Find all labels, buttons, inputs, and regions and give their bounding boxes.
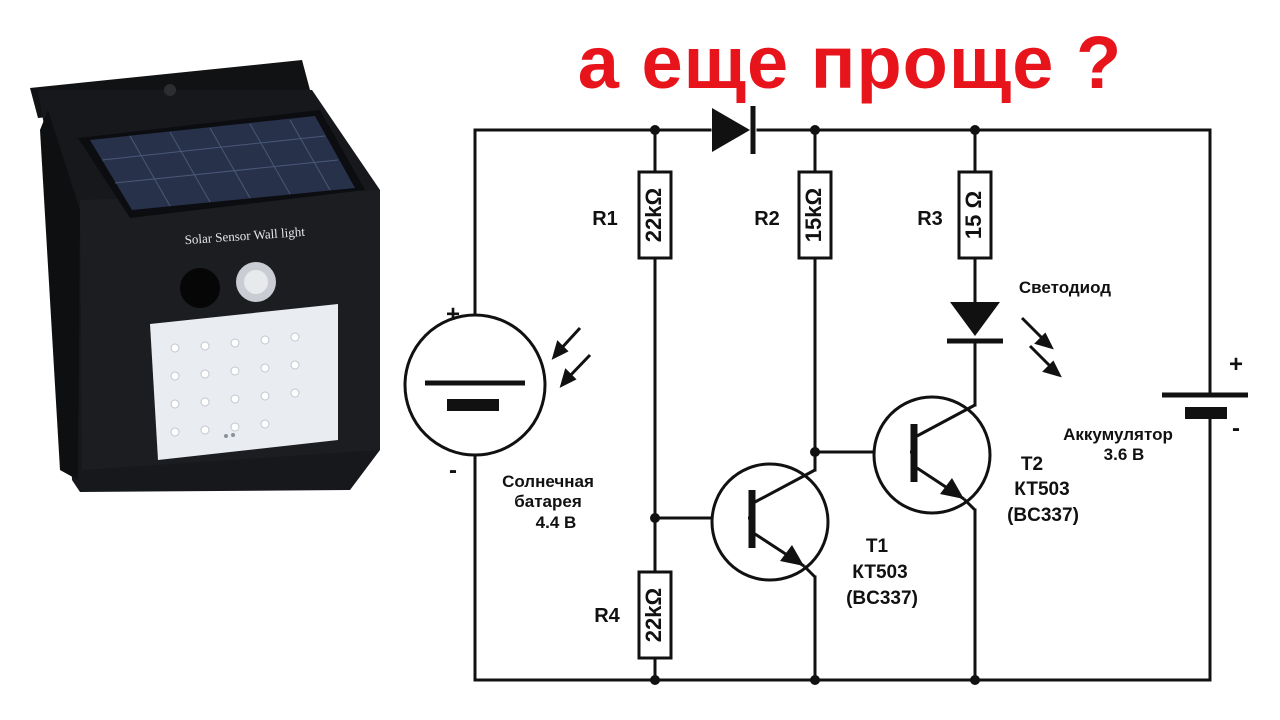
solar-panel-icon (78, 110, 365, 218)
solar-label-line1: Солнечная (502, 472, 594, 491)
transistor-t1-part: КТ503 (852, 562, 907, 583)
junction-dots (650, 125, 980, 685)
solar-label-line2: батарея (514, 492, 582, 511)
resistor-r2-value: 15kΩ (801, 188, 826, 242)
battery-label-line2: 3.6 В (1104, 445, 1145, 464)
led-label: Светодиод (1019, 278, 1111, 297)
resistor-r1-value: 22kΩ (641, 188, 666, 242)
page-title: а еще проще ? (577, 21, 1123, 104)
light-sensor-icon (180, 268, 220, 308)
solar-plus: + (446, 301, 460, 328)
resistor-r4: 22kΩ R4 (594, 570, 673, 660)
transistor-t1-alt: (BC337) (846, 588, 918, 609)
solar-label-line3: 4.4 В (536, 513, 577, 532)
resistor-r4-value: 22kΩ (641, 588, 666, 642)
transistor-t2-name: T2 (1021, 454, 1043, 475)
diode-icon (712, 106, 756, 154)
wires (473, 128, 1212, 682)
resistor-r2-name: R2 (754, 208, 780, 230)
resistor-r4-name: R4 (594, 605, 620, 627)
battery-minus: - (1232, 415, 1240, 442)
solar-minus: - (449, 457, 457, 484)
transistor-t2: T2 КТ503 (BC337) (872, 395, 1079, 526)
transistor-t1-name: T1 (866, 536, 889, 557)
battery-plus: + (1229, 351, 1243, 378)
battery-label-line1: Аккумулятор (1063, 425, 1173, 444)
battery-icon: + - Аккумулятор 3.6 В (1063, 351, 1248, 464)
light-rays-icon (551, 326, 592, 388)
resistor-r3-value: 15 Ω (961, 191, 986, 239)
motion-sensor-lens (244, 270, 268, 294)
resistor-r2: 15kΩ R2 (754, 170, 833, 260)
mount-hole-icon (164, 84, 176, 96)
resistor-r3-name: R3 (917, 208, 943, 230)
led-panel-icon (150, 304, 338, 460)
transistor-t2-alt: (BC337) (1007, 505, 1079, 526)
transistor-t1: T1 КТ503 (BC337) (710, 462, 918, 609)
resistor-r3: 15 Ω R3 (917, 170, 993, 260)
led-icon: Светодиод (947, 278, 1111, 378)
resistor-r1-name: R1 (592, 208, 618, 230)
resistor-r1: 22kΩ R1 (592, 170, 673, 260)
led-emission-icon (1020, 316, 1062, 378)
transistor-t2-part: КТ503 (1014, 479, 1069, 500)
solar-lamp-illustration: Solar Sensor Wall light (30, 60, 380, 492)
solar-cell-icon: + - Солнечная батарея 4.4 В (403, 301, 594, 532)
